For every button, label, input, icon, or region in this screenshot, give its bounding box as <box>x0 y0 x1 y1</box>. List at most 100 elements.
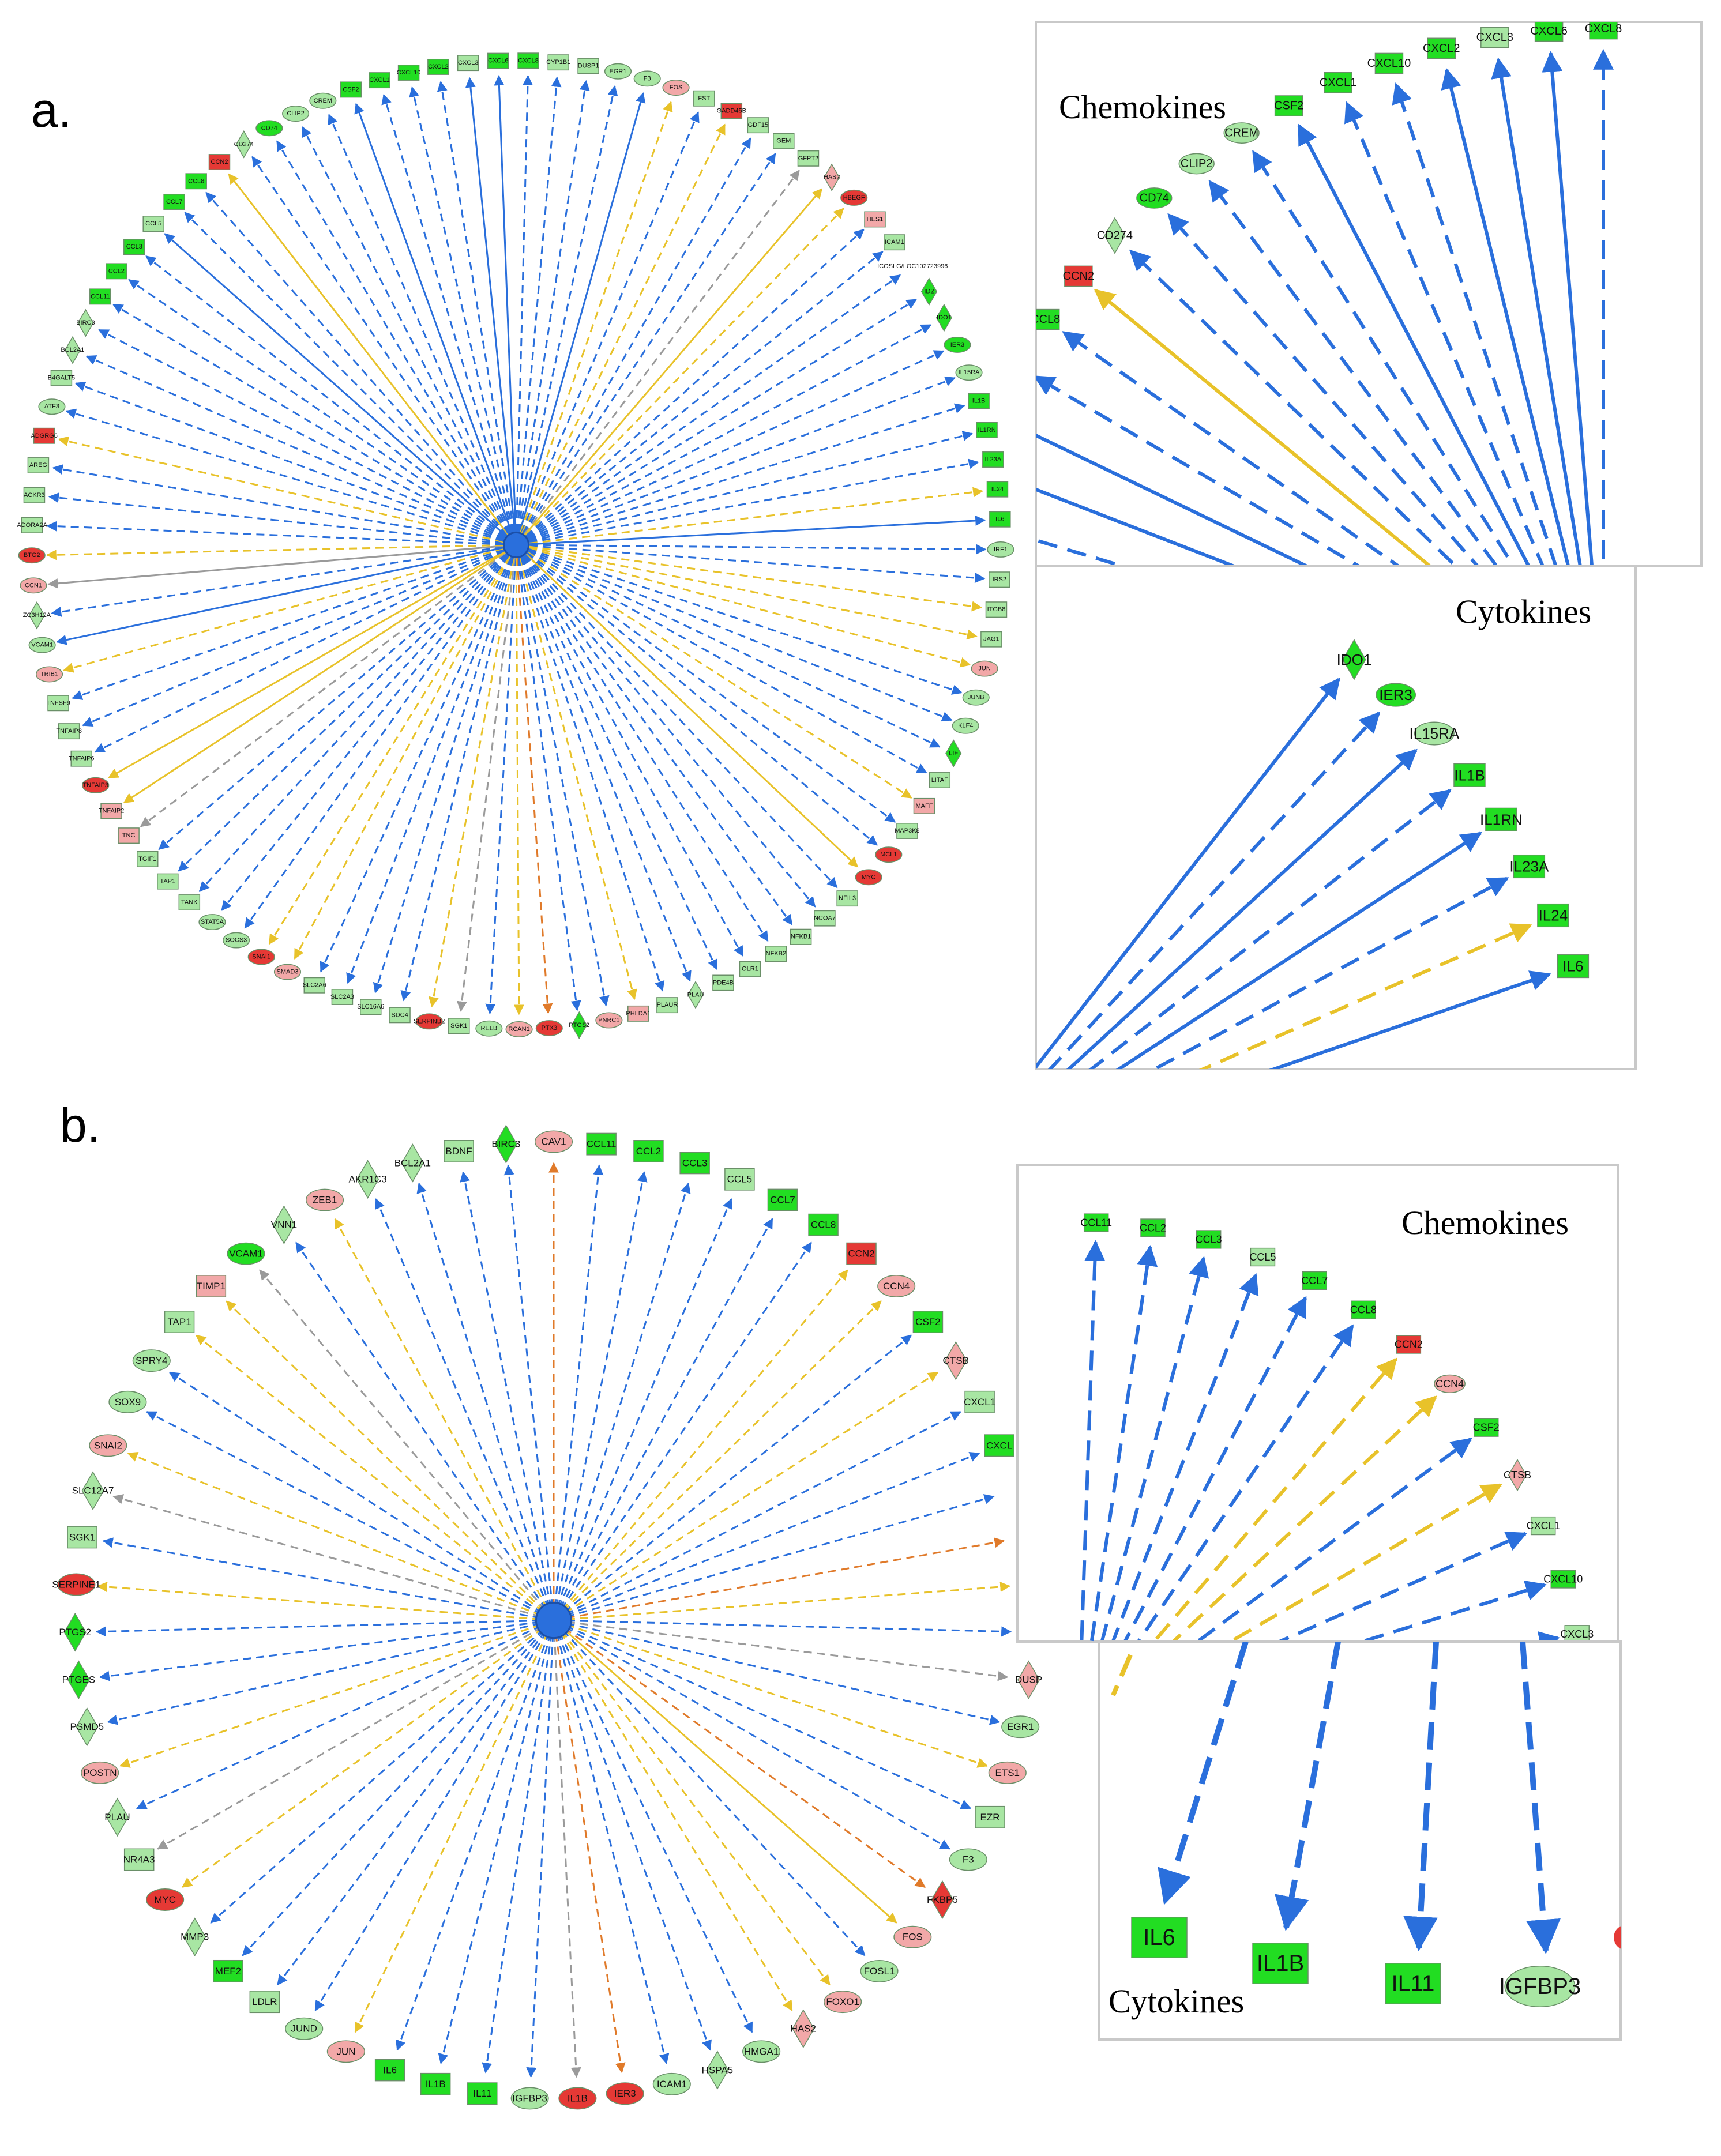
b-chem-node-ccl3: CCL3 <box>1196 1230 1222 1249</box>
node-label: IER3 <box>614 2088 636 2099</box>
edge-to-blank <box>553 1619 1012 1637</box>
edge-to-ccl3 <box>1100 1256 1209 1642</box>
panel-b-hub <box>535 1601 573 1639</box>
panel-a-node-cxcl6: CXCL6 <box>487 52 509 69</box>
edge-to-igfbp3 <box>526 1620 555 2078</box>
node-label: IRF1 <box>994 546 1008 553</box>
a-chem-node-cxcl3: CXCL3 <box>1476 27 1513 48</box>
node-label: ICAM1 <box>885 239 904 246</box>
edge-to-sox9 <box>146 1411 554 1621</box>
node-shape-rect <box>213 1959 243 1982</box>
b-chem-node-ccn4: CCN4 <box>1434 1374 1466 1393</box>
node-shape-rect <box>1537 903 1569 928</box>
b-chem-node-ccl2: CCL2 <box>1140 1218 1166 1237</box>
node-label: NFKB2 <box>766 950 786 957</box>
node-shape-rect <box>1589 22 1618 40</box>
panel-a-network: CYP1B1DUSP1EGR1F3FOSFSTGADD45BGDF15GEMGF… <box>17 52 1014 1040</box>
panel-a-node-areg: AREG <box>27 457 50 473</box>
node-shape-ellipse <box>558 2087 597 2110</box>
node-label: CTSB <box>1504 1469 1531 1481</box>
node-shape-rect <box>374 2059 405 2082</box>
node-label: IL11 <box>1392 1971 1435 1996</box>
panel-a-node-nfkb1: NFKB1 <box>790 928 812 945</box>
panel-a-node-ccl7: CCL7 <box>163 194 185 210</box>
edge-to-crem <box>328 114 517 545</box>
node-shape-rect <box>369 72 390 89</box>
edge-to-il11 <box>482 1620 555 2074</box>
panel-b-node-akr1c3: AKR1C3 <box>349 1160 387 1199</box>
node-label: IL23A <box>1509 858 1549 875</box>
edge-to-cxcl8 <box>515 74 533 545</box>
panel-a-node-adgrg6: ADGRG6 <box>31 427 58 444</box>
node-label: VNN1 <box>271 1220 297 1231</box>
node-label: IL6 <box>995 516 1004 523</box>
node-shape-ellipse <box>255 120 283 137</box>
node-label: TIMP1 <box>197 1281 226 1292</box>
a-cyto-node-il15ra: IL15RA <box>1410 721 1460 746</box>
edge-to-rcan1 <box>513 544 524 1015</box>
edge-to-map3k8 <box>516 544 896 823</box>
node-shape-rect <box>89 288 111 305</box>
panel-a-node-irs2: IRS2 <box>989 571 1010 588</box>
node-shape-ellipse <box>282 106 310 122</box>
panel-a-node-ncoa7: NCOA7 <box>814 910 836 927</box>
node-label: SGK1 <box>450 1022 467 1029</box>
edge-to-timp1 <box>226 1300 555 1621</box>
node-label: CSF2 <box>915 1316 940 1327</box>
edge-to-vcam1 <box>259 1269 555 1621</box>
node-label: CXCL1 <box>369 77 389 84</box>
node-shape-ellipse <box>1001 1715 1040 1739</box>
panel-a-node-serpinb2: SERPINB2 <box>414 1013 445 1030</box>
node-shape-rect <box>1427 37 1456 59</box>
node-shape-diamond <box>401 1143 424 1183</box>
node-label: HES1 <box>867 216 884 223</box>
node-shape-ellipse <box>949 1848 987 1871</box>
node-label: FOS <box>670 84 683 91</box>
node-label: SOX9 <box>115 1397 141 1408</box>
node-label: CXCL1 <box>964 1397 995 1408</box>
node-shape-rect <box>142 216 164 232</box>
edge-to-irs2 <box>516 544 986 584</box>
node-shape-rect <box>1140 1218 1166 1237</box>
edge-to-b4galt5 <box>74 381 517 546</box>
node-label: CCL5 <box>727 1174 752 1185</box>
node-label: TAP1 <box>167 1316 191 1327</box>
node-shape-diamond <box>792 2009 815 2049</box>
node-label: HAS2 <box>824 174 840 181</box>
node-label: IL24 <box>991 486 1004 493</box>
edge-to-f3 <box>553 1619 950 1850</box>
node-shape-diamond <box>687 980 704 1009</box>
node-label: IGFBP3 <box>512 2093 547 2104</box>
edge-to-tap1 <box>178 544 517 872</box>
node-label: ITGB8 <box>987 606 1006 613</box>
panel-b-node-f3: F3 <box>949 1848 987 1871</box>
node-shape-rect <box>164 1311 195 1333</box>
edge-to-ier3 <box>1047 712 1381 1069</box>
node-label: CCL8 <box>1031 313 1060 326</box>
a-chem-node-cxcl6: CXCL6 <box>1530 22 1568 42</box>
edge-to-ccn1 <box>47 544 517 589</box>
node-shape-rect <box>913 797 935 814</box>
node-shape-diamond <box>920 277 938 306</box>
node-shape-ellipse <box>285 2017 324 2040</box>
panel-a-label: a. <box>31 83 72 137</box>
panel-b-node-ptgs2: PTGS2 <box>59 1612 91 1652</box>
node-shape-rect <box>968 393 990 409</box>
panel-a-node-jag1: JAG1 <box>980 631 1002 648</box>
node-shape-ellipse <box>662 80 690 96</box>
edge-to-ccl5 <box>1111 1273 1259 1642</box>
panel-a-node-btg2: BTG2 <box>18 547 46 564</box>
panel-b-node-slc12a7: SLC12A7 <box>72 1471 114 1510</box>
edge-to-blank <box>553 1582 1011 1621</box>
node-shape-ellipse <box>840 189 868 206</box>
node-shape-ellipse <box>38 398 66 415</box>
node-shape-rect <box>1374 52 1404 74</box>
edge-to-myc <box>515 544 859 868</box>
node-label: CCL8 <box>188 178 204 185</box>
edge-to-blank <box>553 1494 995 1621</box>
node-label: IL1RN <box>1480 811 1523 828</box>
panel-b-node-foxo1: FOXO1 <box>824 1991 862 2014</box>
